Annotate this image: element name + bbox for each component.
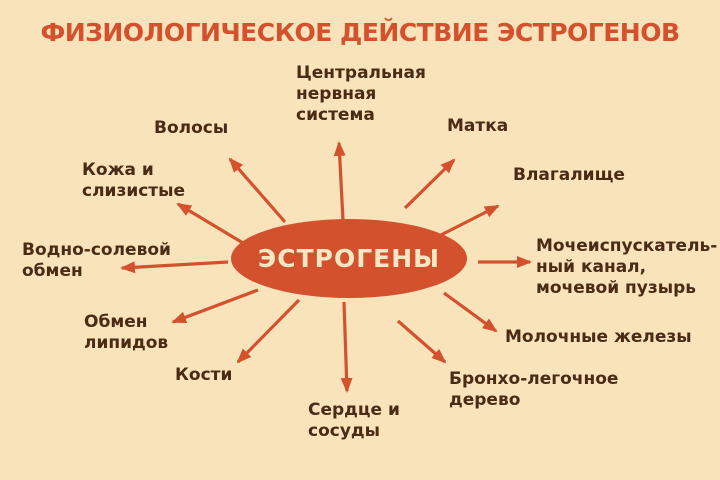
estrogens-ellipse: ЭСТРОГЕНЫ	[231, 219, 467, 298]
spoke-label-vagina: Влагалище	[513, 165, 625, 185]
spoke-label-skin-mucous: Кожа и слизистые	[82, 160, 186, 201]
spoke-label-mammary-glands: Молочные железы	[505, 327, 692, 347]
diagram-title: ФИЗИОЛОГИЧЕСКОЕ ДЕЙСТВИЕ ЭСТРОГЕНОВ	[40, 18, 680, 47]
arrow-uterus	[403, 158, 456, 210]
spoke-label-heart-vessels: Сердце и сосуды	[308, 400, 400, 441]
arrow-vagina	[436, 204, 500, 239]
spoke-label-uterus: Матка	[447, 116, 509, 136]
arrow-bronchopulmonary-tree	[396, 319, 447, 364]
spoke-label-hair: Волосы	[154, 118, 229, 138]
arrow-bones	[236, 298, 301, 364]
arrow-hair	[228, 157, 287, 224]
spoke-label-water-salt-metabolism: Водно-солевой обмен	[22, 240, 171, 281]
spoke-label-central-nervous-system: Центральная нервная система	[296, 63, 426, 125]
arrow-lipid-metabolism	[171, 288, 259, 324]
arrow-mammary-glands	[443, 291, 498, 333]
arrow-skin-mucous	[176, 202, 249, 248]
arrow-heart-vessels	[340, 301, 353, 393]
spoke-label-urethra-bladder: Мочеиспускатель- ный канал, мочевой пузы…	[536, 236, 718, 298]
estrogens-label: ЭСТРОГЕНЫ	[257, 244, 441, 273]
arrow-water-salt-metabolism	[120, 260, 229, 274]
arrow-central-nervous-system	[333, 141, 346, 221]
spoke-label-bronchopulmonary-tree: Бронхо-легочное дерево	[449, 369, 619, 410]
spoke-label-bones: Кости	[175, 365, 233, 385]
spoke-label-lipid-metabolism: Обмен липидов	[84, 312, 169, 353]
